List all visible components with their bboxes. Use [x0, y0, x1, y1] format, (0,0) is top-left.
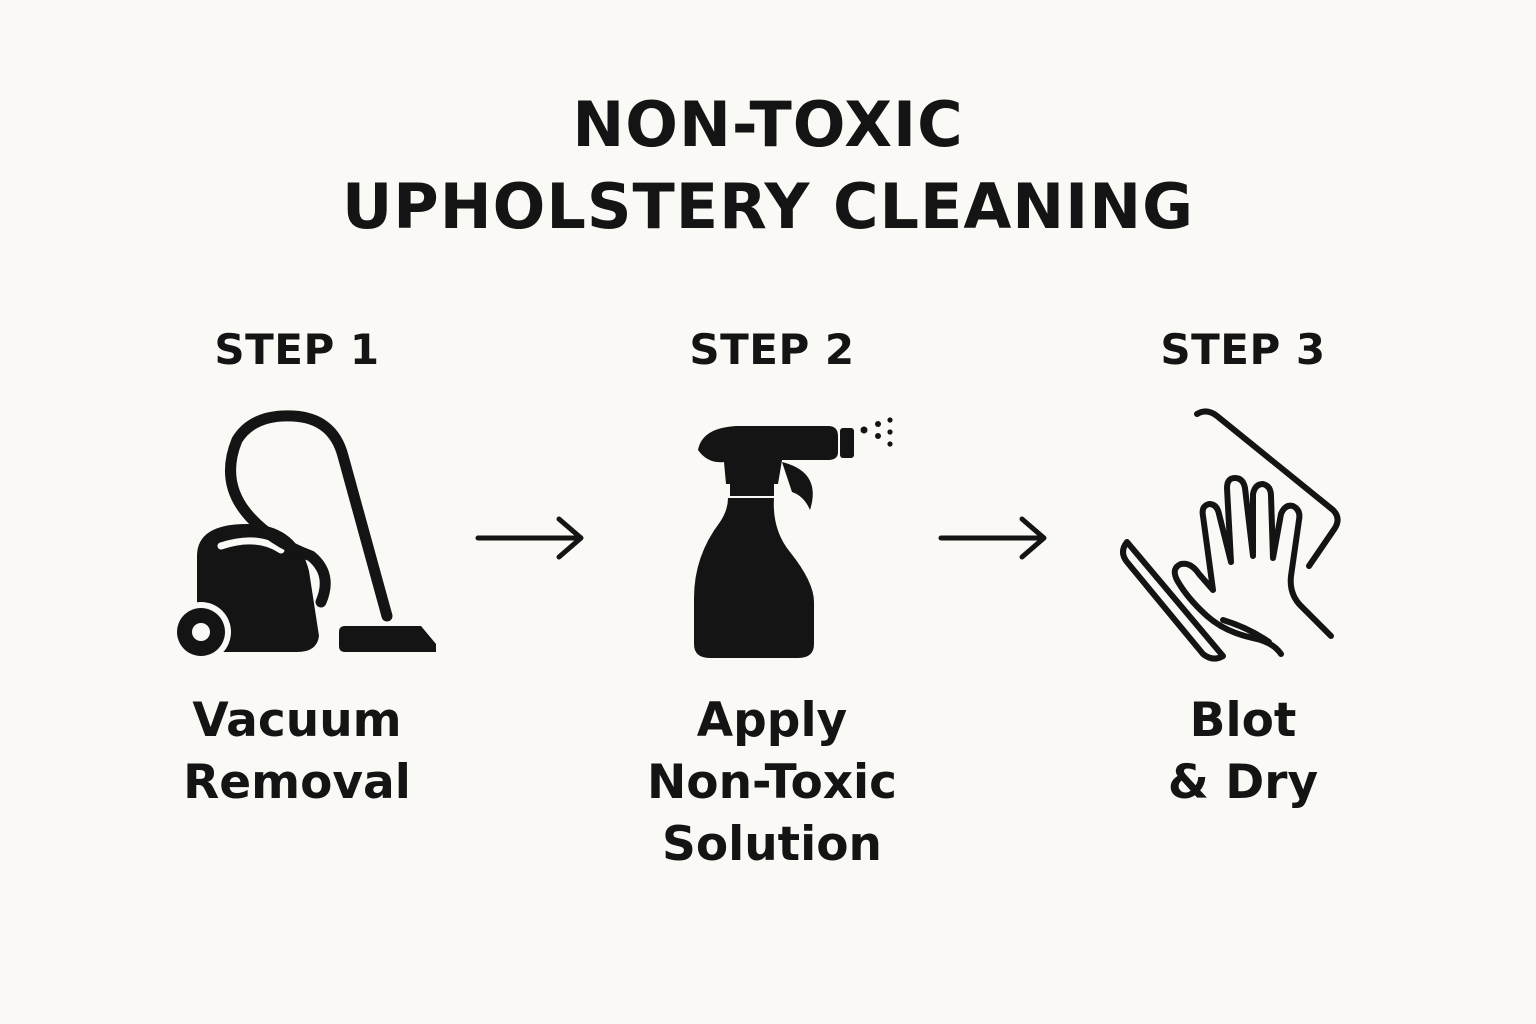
step-2: STEP 2 Apply Non-Toxic Solution — [562, 320, 982, 876]
arrow-right-icon — [475, 516, 584, 560]
step-3: STEP 3 Blot & Dry — [1033, 320, 1453, 814]
step-1-text-line-2: Removal — [183, 755, 411, 810]
step-3-label: STEP 3 — [1160, 325, 1326, 374]
arrow-right-icon — [938, 516, 1047, 560]
hand-wiping-cloth-icon — [1120, 408, 1341, 662]
title-line-2: UPHOLSTERY CLEANING — [341, 170, 1195, 243]
step-2-label: STEP 2 — [689, 325, 855, 374]
step-1: STEP 1 Vacuum Removal — [87, 320, 507, 814]
vacuum-cleaner-icon — [171, 410, 436, 662]
spray-bottle-icon — [694, 417, 893, 658]
step-1-label: STEP 1 — [214, 325, 380, 374]
step-1-text-line-1: Vacuum — [192, 693, 402, 748]
step-2-text-line-3: Solution — [661, 817, 883, 872]
step-2-text: Apply Non-Toxic Solution — [562, 690, 982, 876]
step-2-text-line-2: Non-Toxic — [646, 755, 898, 810]
step-3-text: Blot & Dry — [1033, 690, 1453, 814]
step-3-text-line-1: Blot — [1189, 693, 1297, 748]
title-line-1: NON-TOXIC — [572, 88, 964, 161]
step-2-text-line-1: Apply — [696, 693, 848, 748]
step-1-text: Vacuum Removal — [87, 690, 507, 814]
step-3-text-line-2: & Dry — [1167, 755, 1319, 810]
diagram-title: NON-TOXIC UPHOLSTERY CLEANING — [0, 84, 1536, 248]
